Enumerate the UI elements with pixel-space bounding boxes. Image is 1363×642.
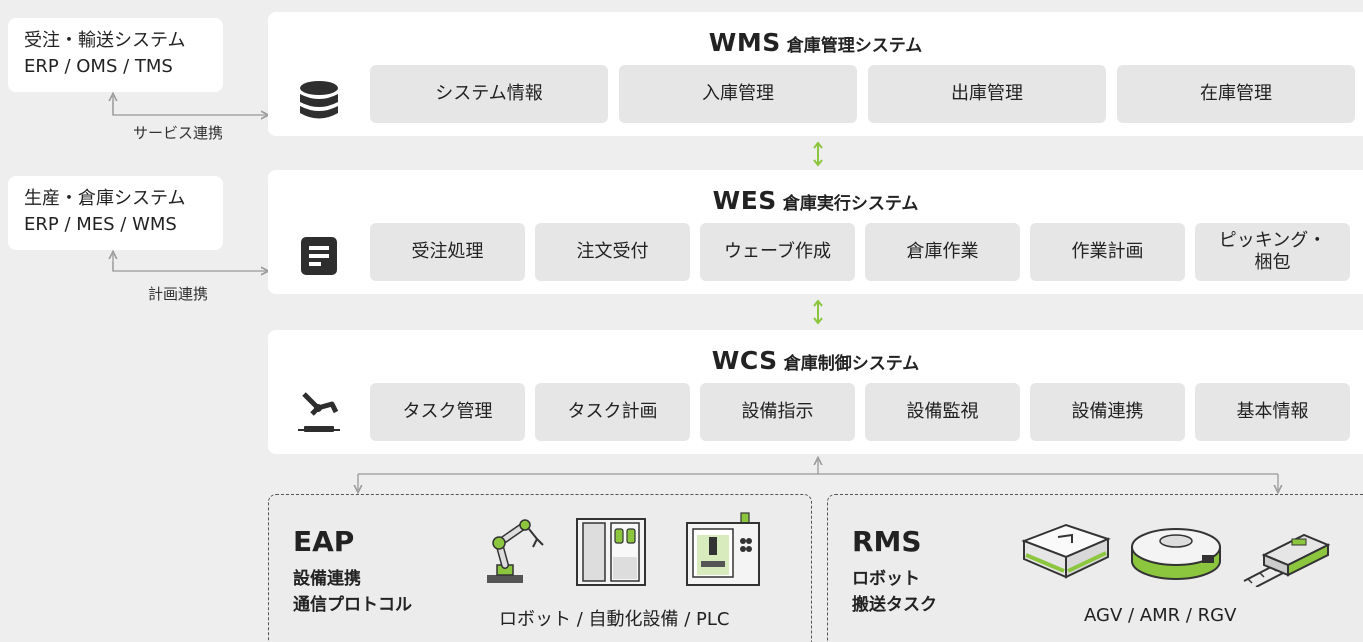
- wms-name: 倉庫管理システム: [786, 36, 923, 56]
- service-link-connector: [112, 100, 266, 115]
- eap-subtitle: 通信プロトコル: [293, 595, 412, 615]
- wms-module[interactable]: 在庫管理: [1117, 65, 1355, 123]
- service-link-label: サービス連携: [133, 124, 224, 142]
- wes-module[interactable]: 作業計画: [1030, 223, 1185, 281]
- rms-subtitle: ロボット: [852, 569, 920, 589]
- plan-link-label: 計画連携: [148, 285, 209, 303]
- wes-abbr: WES: [712, 186, 777, 215]
- eap-subtitle: 設備連携: [293, 569, 361, 589]
- document-icon: [301, 237, 337, 275]
- wcs-module[interactable]: 設備指示: [700, 383, 855, 441]
- wms-module[interactable]: 入庫管理: [619, 65, 857, 123]
- eap-title: EAP: [293, 525, 355, 558]
- control-cabinet-icon: [576, 518, 646, 586]
- wcs-module[interactable]: タスク管理: [370, 383, 525, 441]
- wms-module[interactable]: 出庫管理: [868, 65, 1106, 123]
- database-icon: [300, 81, 338, 119]
- wms-abbr: WMS: [708, 28, 781, 57]
- wes-module[interactable]: 注文受付: [535, 223, 690, 281]
- wms-wes-link: [813, 141, 823, 167]
- agv-icon: [1021, 523, 1111, 579]
- machine-tool-icon: [686, 512, 760, 586]
- wes-name: 倉庫実行システム: [782, 194, 919, 214]
- wcs-module[interactable]: タスク計画: [535, 383, 690, 441]
- wcs-module[interactable]: 設備連携: [1030, 383, 1185, 441]
- rgv-icon: [1243, 533, 1331, 587]
- external-system-production: 生産・倉庫システム ERP / MES / WMS: [8, 176, 223, 250]
- wes-module[interactable]: 受注処理: [370, 223, 525, 281]
- robot-arm-icon: [298, 392, 340, 432]
- amr-icon: [1131, 528, 1221, 580]
- wms-module[interactable]: システム情報: [370, 65, 608, 123]
- external-system-title: 生産・倉庫システム: [24, 188, 186, 209]
- external-system-title: 受注・輸送システム: [24, 30, 186, 51]
- wcs-module[interactable]: 基本情報: [1195, 383, 1350, 441]
- external-system-orders: 受注・輸送システム ERP / OMS / TMS: [8, 18, 223, 92]
- external-system-list: ERP / MES / WMS: [24, 214, 177, 235]
- wcs-abbr: WCS: [711, 346, 778, 375]
- rms-subtitle: 搬送タスク: [852, 595, 937, 615]
- rms-group: RMS ロボット 搬送タスク AGV / AMR / RGV: [827, 494, 1363, 642]
- wcs-name: 倉庫制御システム: [783, 354, 920, 374]
- wes-module[interactable]: ピッキング・ 梱包: [1195, 223, 1350, 281]
- rms-caption: AGV / AMR / RGV: [1084, 605, 1237, 626]
- external-system-list: ERP / OMS / TMS: [24, 56, 173, 77]
- plan-link-connector: [112, 262, 266, 271]
- eap-group: EAP 設備連携 通信プロトコル ロボット / 自動化設備 / PLC: [268, 494, 812, 642]
- eap-caption: ロボット / 自動化設備 / PLC: [499, 609, 730, 630]
- wes-module[interactable]: 倉庫作業: [865, 223, 1020, 281]
- wcs-module[interactable]: 設備監視: [865, 383, 1020, 441]
- wes-module[interactable]: ウェーブ作成: [700, 223, 855, 281]
- rms-title: RMS: [852, 525, 922, 558]
- robot-arm-icon: [487, 519, 544, 583]
- wes-wcs-link: [813, 299, 823, 325]
